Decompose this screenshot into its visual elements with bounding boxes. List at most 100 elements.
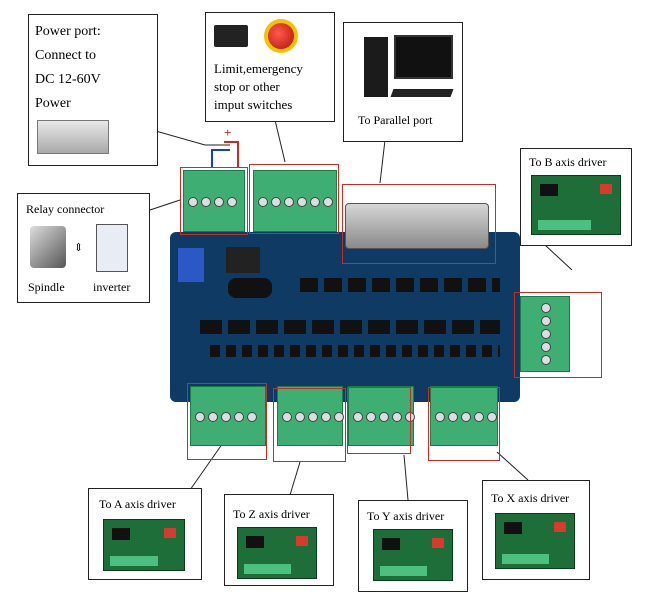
driver-terminal: [244, 564, 291, 574]
dip-switch: [600, 184, 612, 194]
x-terminal: [430, 386, 498, 446]
x-highlight: [428, 387, 500, 461]
inverter-image: [96, 224, 128, 272]
x-axis-callout: To X axis driver: [482, 480, 590, 580]
a-driver-image: [103, 519, 185, 571]
relay-callout: Relay connector ⇕ Spindle inverter: [17, 193, 150, 303]
terminal-screw: [247, 412, 257, 422]
b-axis-callout: To B axis driver: [520, 148, 632, 246]
power-terminal: [183, 170, 245, 232]
relay-chip: [178, 248, 204, 282]
power-line4: Power: [35, 96, 71, 111]
dip-switch: [554, 522, 566, 532]
terminal-screw: [195, 412, 205, 422]
power-regulator: [226, 247, 260, 273]
relay-pointer: [149, 199, 181, 211]
y-axis-callout: To Y axis driver: [358, 500, 468, 592]
y-driver-image: [373, 529, 453, 581]
terminal-screw: [284, 197, 294, 207]
spindle-label: Spindle: [28, 280, 65, 294]
relay-title: Relay connector: [26, 202, 105, 216]
terminal-screw: [448, 412, 458, 422]
driver-terminal: [380, 566, 427, 576]
dip-switch: [432, 538, 444, 548]
limit-callout: Limit,emergency stop or other imput swit…: [205, 12, 335, 122]
power-callout: Power port: Connect to DC 12-60V Power: [28, 14, 158, 166]
terminal-screw: [435, 412, 445, 422]
terminal-screw: [541, 342, 551, 352]
x-axis-label: To X axis driver: [491, 491, 570, 505]
plus-sign: +: [224, 125, 232, 140]
limit-pointer: [274, 119, 286, 163]
parallel-label: To Parallel port: [358, 113, 433, 127]
terminal-screw: [297, 197, 307, 207]
limit-highlight: [249, 164, 339, 234]
terminal-screw: [282, 412, 292, 422]
y-pointer: [403, 454, 409, 501]
computer-monitor-image: [394, 35, 453, 79]
power-highlight: [180, 167, 248, 235]
b-pointer: [544, 244, 573, 271]
parallel-pointer: [379, 139, 386, 184]
power-line2: Connect to: [35, 48, 97, 63]
b-terminal: [520, 296, 570, 372]
z-axis-label: To Z axis driver: [233, 507, 310, 521]
terminal-screw: [541, 316, 551, 326]
terminal-screw: [321, 412, 331, 422]
b-axis-label: To B axis driver: [529, 155, 607, 169]
z-terminal: [277, 386, 344, 446]
power-supply-image: [37, 120, 109, 154]
terminal-screw: [474, 412, 484, 422]
terminal-screw: [308, 412, 318, 422]
terminal-screw: [258, 197, 268, 207]
parallel-callout: To Parallel port: [343, 22, 463, 142]
input-terminal: [253, 170, 337, 232]
driver-terminal: [538, 220, 591, 230]
terminal-screw: [379, 412, 389, 422]
ic-row-3: [210, 345, 500, 357]
ic-row-2: [200, 320, 500, 334]
y-terminal: [348, 386, 415, 446]
dip-switch: [296, 536, 308, 546]
keyboard-image: [390, 89, 454, 97]
microswitch-image: [214, 25, 248, 47]
terminal-screw: [353, 412, 363, 422]
arrow-icon: ⇕: [74, 242, 84, 254]
dip-switch: [164, 528, 176, 538]
a-pointer: [189, 439, 226, 491]
y-axis-label: To Y axis driver: [367, 509, 445, 523]
terminal-screw: [366, 412, 376, 422]
terminal-screw: [295, 412, 305, 422]
limit-line2: stop or other: [214, 79, 280, 94]
terminal-screw: [234, 412, 244, 422]
terminal-screw: [214, 197, 224, 207]
emergency-stop-image: [264, 19, 298, 53]
computer-tower-image: [364, 37, 388, 97]
driver-chip: [540, 184, 558, 196]
z-axis-callout: To Z axis driver: [224, 494, 334, 586]
a-terminal: [190, 386, 266, 446]
driver-terminal: [502, 554, 549, 564]
capacitor: [228, 278, 272, 298]
terminal-screw: [334, 412, 344, 422]
terminal-screw: [323, 197, 333, 207]
terminal-screw: [541, 329, 551, 339]
positive-wire: [224, 141, 239, 168]
terminal-screw: [188, 197, 198, 207]
power-voltage: DC 12-60V: [35, 72, 101, 87]
terminal-screw: [201, 197, 211, 207]
limit-line3: imput switches: [214, 97, 293, 112]
z-highlight: [273, 388, 346, 462]
inverter-label: inverter: [93, 280, 131, 294]
driver-terminal: [110, 556, 158, 566]
b-driver-image: [531, 175, 621, 235]
db25-connector: [345, 203, 489, 249]
b-highlight: [514, 292, 602, 378]
z-driver-image: [237, 527, 317, 579]
x-driver-image: [495, 513, 575, 569]
limit-line1: Limit,emergency: [214, 61, 303, 76]
terminal-screw: [461, 412, 471, 422]
driver-chip: [246, 536, 264, 548]
parallel-highlight: [342, 184, 496, 264]
